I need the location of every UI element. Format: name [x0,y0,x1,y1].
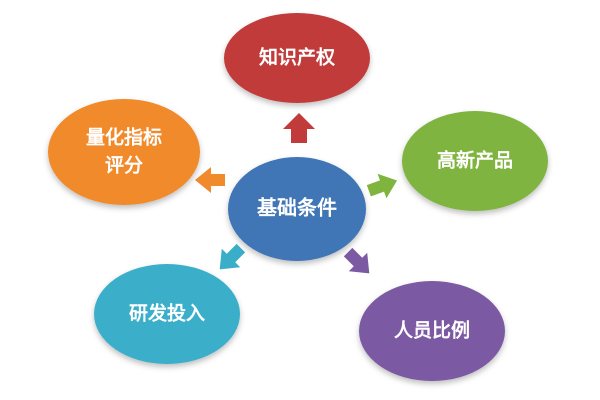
node-ip-label: 知识产权 [259,46,335,69]
node-score-label-line1: 量化指标 [86,126,162,149]
arrow-left-icon [195,167,225,193]
node-center-label: 基础条件 [257,196,337,220]
arrow-right-icon [366,173,398,199]
node-score: 量化指标 评分 [48,99,200,205]
node-products: 高新产品 [402,111,548,211]
node-staff: 人员比例 [359,281,505,381]
node-center: 基础条件 [228,157,366,261]
node-rd: 研发投入 [94,264,240,364]
node-staff-label: 人员比例 [394,319,470,342]
node-score-label-line2: 评分 [105,155,143,177]
node-rd-label: 研发投入 [129,302,205,325]
arrows [195,113,398,274]
arrow-up-icon [283,113,315,143]
arrow-down-right-icon [343,247,370,274]
arrow-down-left-icon [219,243,246,270]
node-ip: 知识产权 [224,13,370,103]
node-products-label: 高新产品 [437,149,513,172]
